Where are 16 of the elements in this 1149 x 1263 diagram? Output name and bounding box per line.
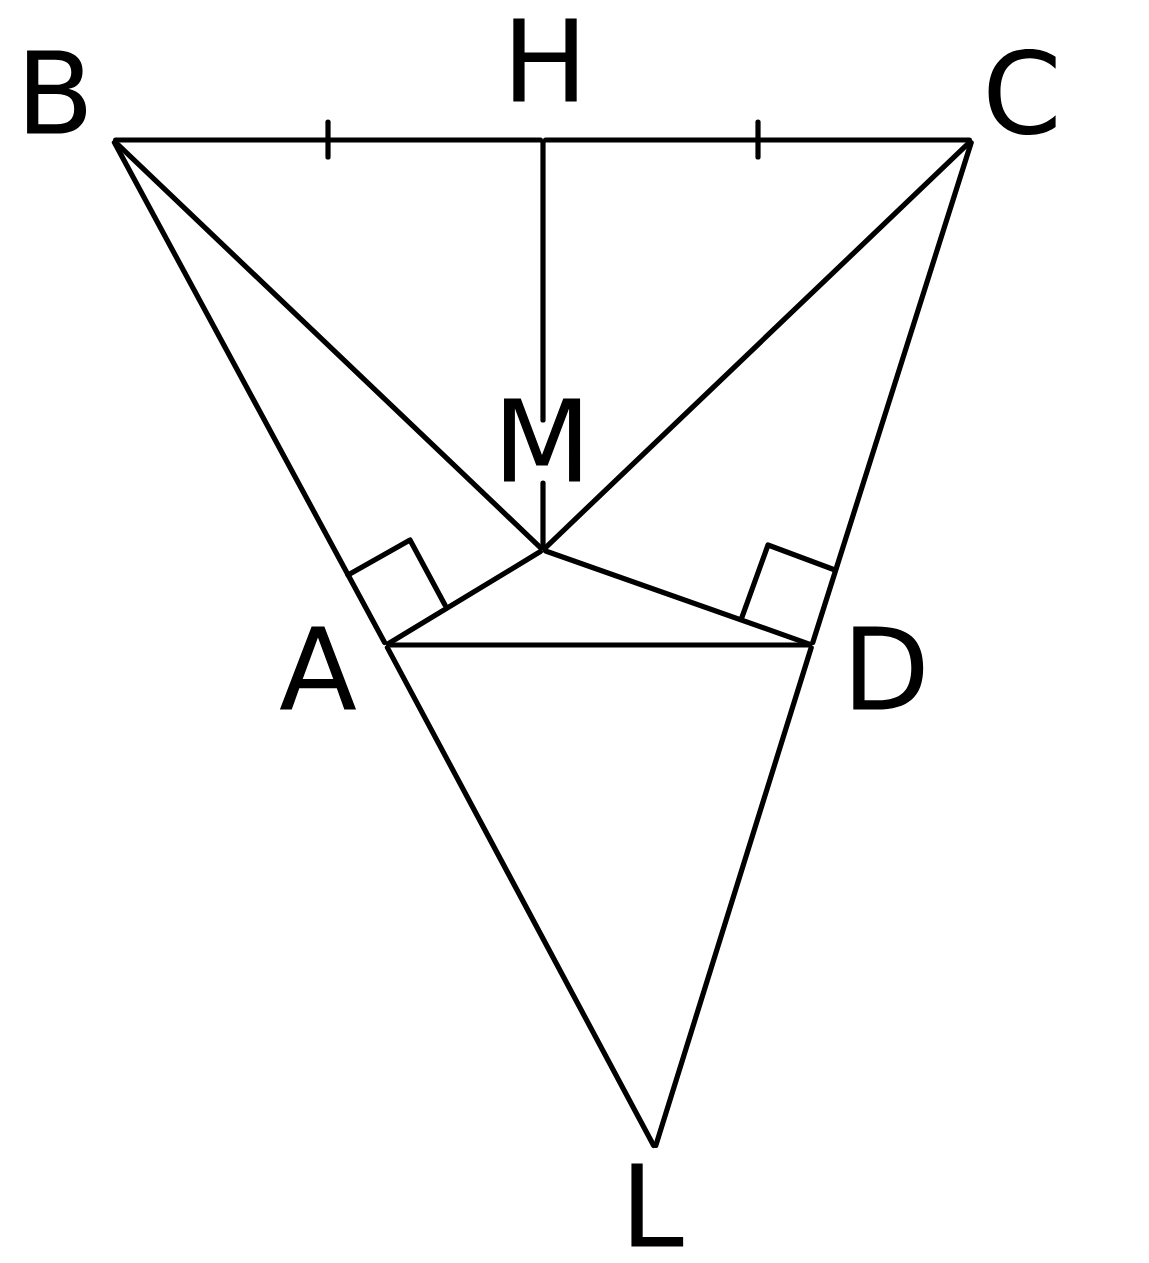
point-label: H: [513, 18, 577, 102]
segment: [384, 645, 657, 1148]
point-label: M: [504, 398, 581, 482]
segment: [111, 140, 388, 645]
segment: [540, 140, 546, 550]
segment: [113, 137, 543, 143]
point-label: L: [631, 1163, 684, 1247]
segment: [653, 645, 814, 1148]
point-label: C: [988, 48, 1056, 136]
point-label: B: [27, 50, 87, 134]
segment: [543, 139, 972, 551]
segment: [810, 140, 974, 645]
segment: [543, 137, 972, 143]
point-label: A: [279, 626, 357, 710]
segment: [386, 642, 812, 648]
point-label: D: [853, 626, 924, 710]
